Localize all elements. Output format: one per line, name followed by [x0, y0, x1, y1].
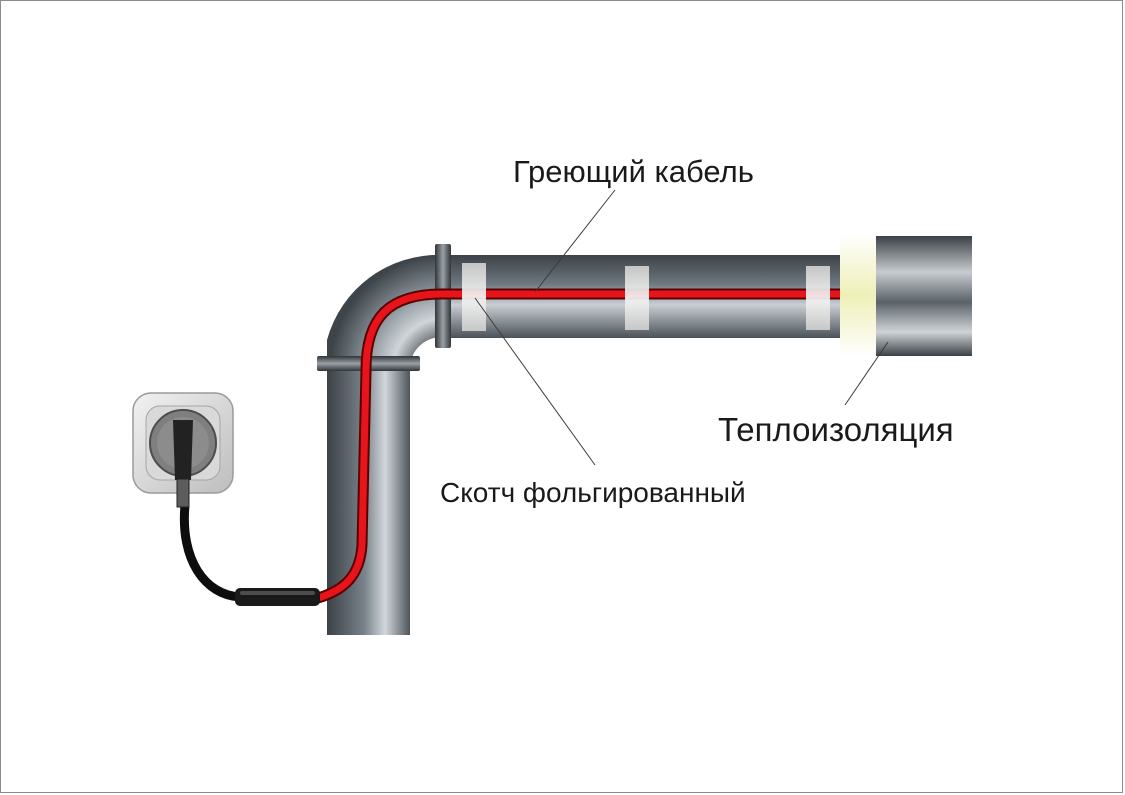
insulation-sleeve	[876, 236, 972, 356]
foil-tape-strip	[625, 266, 649, 330]
power-cord	[179, 500, 245, 602]
insulation-foam-edge	[840, 233, 878, 357]
foil-tape-strip	[806, 266, 830, 330]
leader-line-heating-cable	[534, 189, 616, 293]
label-foil-tape: Скотч фольгированный	[440, 477, 746, 508]
cable-coupling-icon	[235, 588, 320, 606]
foil-tape-strip	[462, 263, 486, 331]
label-insulation: Теплоизоляция	[718, 411, 954, 448]
leader-line-foil-tape	[474, 297, 596, 466]
heating-cable-core	[314, 290, 846, 602]
plug-icon	[173, 420, 193, 508]
coupling-highlight	[240, 591, 315, 595]
label-heating-cable: Греющий кабель	[513, 154, 754, 189]
leader-line-insulation	[844, 341, 889, 406]
